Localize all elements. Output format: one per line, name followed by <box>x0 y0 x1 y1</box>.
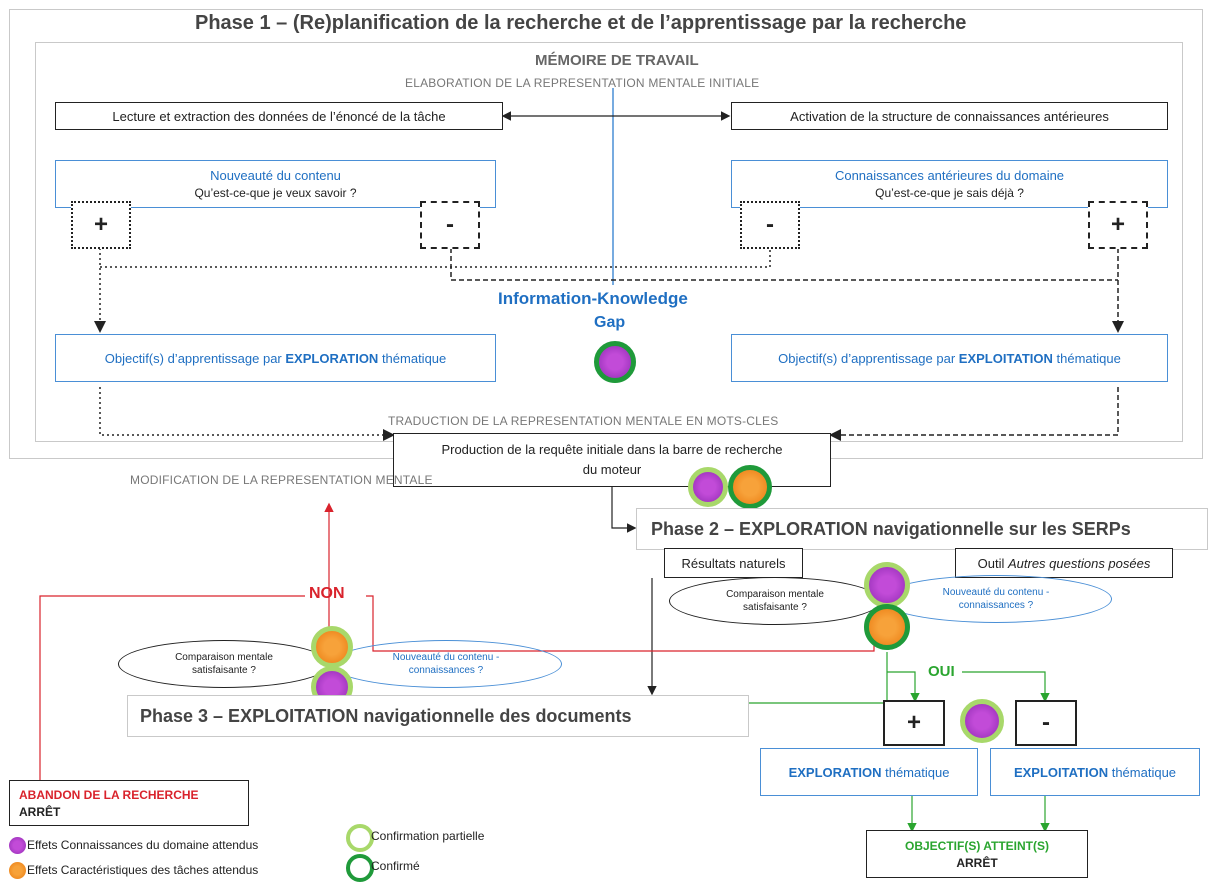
dashed-to-requete <box>829 387 1119 441</box>
gap-line2: Gap <box>594 314 626 331</box>
legend-purple-icon <box>9 837 26 854</box>
exploitation-bold: EXPLOITATION <box>1013 764 1109 780</box>
phase3-comparaison-ellipse: Comparaison mentale satisfaisante ? <box>118 640 330 688</box>
resultats-box: Résultats naturels <box>664 548 803 578</box>
requete-box: Production de la requête initiale dans l… <box>393 433 831 487</box>
phase2-title: Phase 2 – EXPLORATION navigationnelle su… <box>651 518 1131 539</box>
legend-light-green-ring <box>346 824 374 852</box>
exploration-bold: EXPLORATION <box>788 764 882 780</box>
exploration-rest: thématique <box>881 764 950 780</box>
outil-box: Outil Autres questions posées <box>955 548 1173 578</box>
dotted-cross <box>100 248 771 268</box>
abandon-arret: ARRÊT <box>19 804 61 819</box>
abandon-box: ABANDON DE LA RECHERCHE ARRÊT <box>9 780 249 826</box>
oui-plus-box: + <box>883 700 945 746</box>
objectifs-label: OBJECTIF(S) ATTEINT(S) <box>905 838 1049 853</box>
phase2-frame: Phase 2 – EXPLORATION navigationnelle su… <box>636 508 1208 550</box>
nouveaute-title: Nouveauté du contenu <box>210 168 341 183</box>
outil-italic: Autres questions posées <box>1007 555 1151 571</box>
legend-dark-green-ring <box>346 854 374 882</box>
plus-sign-right: + <box>1088 201 1148 249</box>
obj-explo-text: Objectif(s) d’apprentissage par <box>104 350 286 366</box>
connaissances-box: Connaissances antérieures du domaine Qu’… <box>731 160 1168 208</box>
requete-to-phase2 <box>611 487 637 533</box>
obj-explo-post: thématique <box>378 350 447 366</box>
phase2-nouveaute-ellipse: Nouveauté du contenu - connaissances ? <box>880 575 1112 623</box>
abandon-label: ABANDON DE LA RECHERCHE <box>19 787 199 802</box>
exploitation-rest: thématique <box>1108 764 1177 780</box>
phase3-title: Phase 3 – EXPLOITATION navigationnelle d… <box>140 705 632 726</box>
plus-sign-left: + <box>71 201 131 249</box>
green-oui-right <box>962 671 1050 703</box>
nouveaute-box: Nouveauté du contenu Qu’est-ce-que je ve… <box>55 160 496 208</box>
obj-exploit-post: thématique <box>1052 350 1121 366</box>
phase3-nouveaute-ellipse: Nouveauté du contenu - connaissances ? <box>330 640 562 688</box>
connaissances-title: Connaissances antérieures du domaine <box>834 168 1065 183</box>
dotted-to-requete <box>99 387 395 441</box>
legend-confirme: Confirmé <box>371 859 420 873</box>
minus-sign-left: - <box>420 201 480 249</box>
gap-line1: Information-Knowledge <box>498 289 688 308</box>
nouveaute-question: Qu’est-ce-que je veux savoir ? <box>194 186 357 200</box>
objectifs-atteints-box: OBJECTIF(S) ATTEINT(S) ARRÊT <box>866 830 1088 878</box>
modification-label: MODIFICATION DE LA REPRESENTATION MENTAL… <box>130 473 433 487</box>
obj-explo-bold: EXPLORATION <box>285 350 379 366</box>
minus-sign-right: - <box>740 201 800 249</box>
requete-orange-circle <box>728 465 772 509</box>
objectifs-arret: ARRÊT <box>956 855 998 870</box>
objectif-exploration-box: Objectif(s) d’apprentissage par EXPLORAT… <box>55 334 496 382</box>
green-oui-left <box>887 671 920 703</box>
memoire-title: MÉMOIRE DE TRAVAIL <box>535 52 699 69</box>
requete-purple-circle <box>688 467 728 507</box>
activation-box: Activation de la structure de connaissan… <box>731 102 1168 130</box>
legend-taches: Effets Caractéristiques des tâches atten… <box>27 863 259 877</box>
oui-minus-box: - <box>1015 700 1077 746</box>
gap-purple-circle <box>594 341 636 383</box>
phase1-title: Phase 1 – (Re)planification de la recher… <box>195 12 967 34</box>
oui-purple-circle <box>960 699 1004 743</box>
oui-label: OUI <box>924 663 959 680</box>
outil-text: Outil <box>977 555 1008 571</box>
elaboration-label: ELABORATION DE LA REPRESENTATION MENTALE… <box>405 76 760 90</box>
red-non-path <box>39 595 305 785</box>
exploitation-thematique-box: EXPLOITATION thématique <box>990 748 1200 796</box>
phase2-comparaison-ellipse: Comparaison mentale satisfaisante ? <box>669 577 881 625</box>
dashed-cross <box>450 248 1118 281</box>
phase2-purple-circle <box>864 562 910 608</box>
legend-orange-icon <box>9 862 26 879</box>
legend-partielle: Confirmation partielle <box>371 829 485 843</box>
obj-exploit-text: Objectif(s) d’apprentissage par <box>778 350 959 366</box>
non-label: NON <box>309 585 345 602</box>
connaissances-question: Qu’est-ce-que je sais déjà ? <box>875 186 1024 200</box>
legend-domaine: Effets Connaissances du domaine attendus <box>27 838 259 852</box>
lecture-box: Lecture et extraction des données de l’é… <box>55 102 503 130</box>
exploration-thematique-box: EXPLORATION thématique <box>760 748 978 796</box>
objectif-exploitation-box: Objectif(s) d’apprentissage par EXPLOITA… <box>731 334 1168 382</box>
phase3-orange-circle <box>311 626 353 668</box>
traduction-label: TRADUCTION DE LA REPRESENTATION MENTALE … <box>388 414 779 428</box>
phase2-orange-circle <box>864 604 910 650</box>
obj-exploit-bold: EXPLOITATION <box>958 350 1053 366</box>
phase3-frame: Phase 3 – EXPLOITATION navigationnelle d… <box>127 695 749 737</box>
